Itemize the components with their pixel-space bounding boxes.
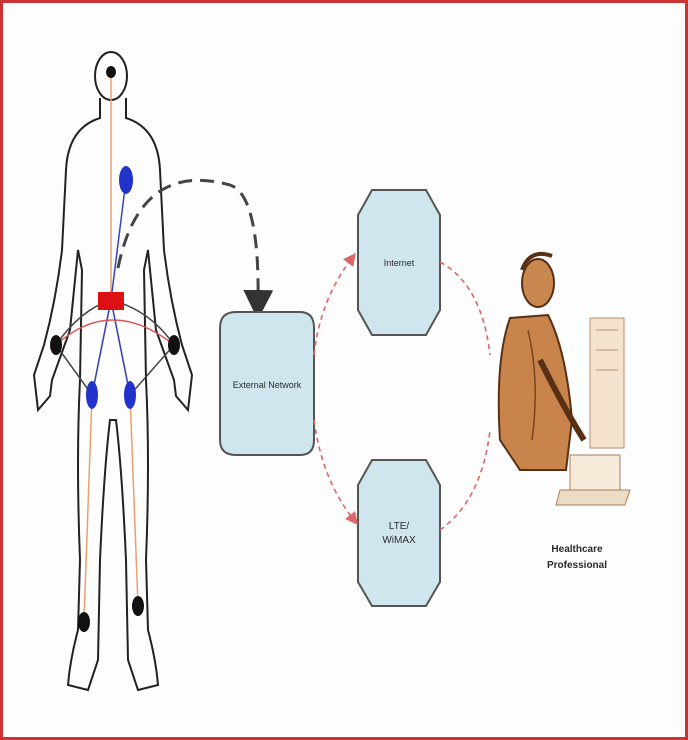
healthcare-professional-illustration (499, 254, 630, 505)
left-hip-sensor (86, 381, 98, 409)
lte-wimax-node: LTE/ WiMAX (358, 460, 440, 606)
right-wrist-sensor (168, 335, 180, 355)
right-ankle-sensor (132, 596, 144, 616)
external-network-node: External Network (220, 312, 314, 455)
uplink-arrow (118, 180, 258, 305)
right-hip-sensor (124, 381, 136, 409)
external-network-label: External Network (233, 380, 302, 390)
left-ankle-sensor (78, 612, 90, 632)
internet-node: Internet (358, 190, 440, 335)
head-sensor (106, 66, 116, 78)
human-body-figure (34, 52, 192, 690)
lte-wimax-label-line1: LTE/ (389, 521, 410, 532)
healthcare-professional-label-line2: Professional (547, 560, 607, 571)
chest-sensor (119, 166, 133, 194)
central-hub-sensor (98, 292, 124, 310)
lte-wimax-label-line2: WiMAX (382, 535, 416, 546)
left-wrist-sensor (50, 335, 62, 355)
internet-label: Internet (384, 258, 415, 268)
body-wireless-links (56, 300, 174, 395)
healthcare-professional-label-line1: Healthcare (551, 544, 603, 555)
body-internal-links (84, 72, 138, 620)
